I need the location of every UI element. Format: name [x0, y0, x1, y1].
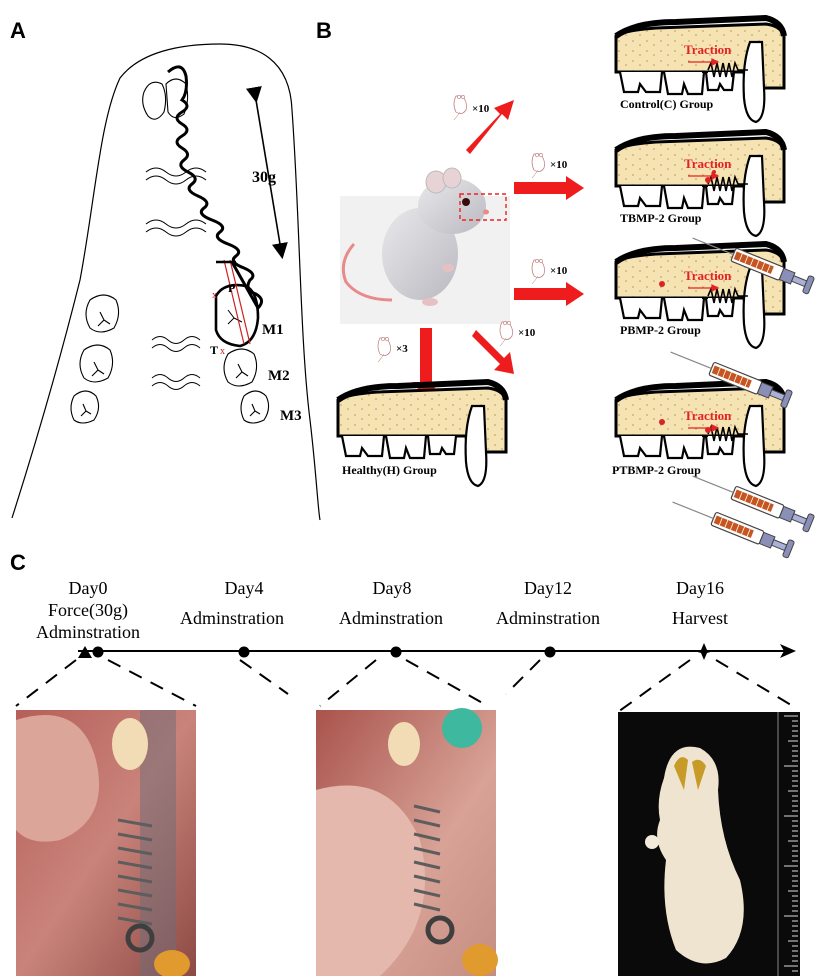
mouse-illustration: [340, 168, 510, 324]
timeline-axis: [78, 643, 796, 660]
traction-label-ptbmp: Traction: [684, 408, 732, 423]
day4-label: Day4: [225, 578, 264, 598]
traction-label-tbmp: Traction: [684, 156, 732, 171]
day16-line1: Harvest: [672, 608, 728, 628]
zoom-lines: [16, 660, 796, 712]
force-label: 30g: [252, 169, 276, 186]
photo-harvest: [618, 712, 800, 976]
timeline-labels: Day0 Force(30g) Adminstration Day4 Admin…: [36, 578, 728, 642]
day12-line1: Adminstration: [496, 608, 600, 628]
day12-label: Day12: [524, 578, 572, 598]
traction-label-control: Traction: [684, 42, 732, 57]
admin-marker-day8: [391, 647, 402, 658]
traction-label-pbmp: Traction: [684, 268, 732, 283]
tooth-m1: M1: [262, 322, 284, 338]
count-control: ×10: [472, 103, 490, 115]
point-p-x: x: [212, 290, 217, 301]
photo-day0: [16, 710, 196, 976]
count-ptbmp: ×10: [518, 327, 536, 339]
maxilla-diagram: 30g P x T x M1 M2 M3: [12, 44, 320, 520]
group-name-ptbmp: PTBMP-2 Group: [612, 463, 701, 477]
group-name-pbmp: PBMP-2 Group: [620, 323, 701, 337]
day0-line1: Force(30g): [48, 600, 128, 621]
admin-marker-day0: [93, 647, 104, 658]
day8-line1: Adminstration: [339, 608, 443, 628]
panel-b-label: B: [316, 18, 332, 43]
tooth-m3: M3: [280, 408, 302, 424]
point-p: P: [228, 281, 235, 295]
panel-c-label: C: [10, 550, 26, 575]
group-name-healthy: Healthy(H) Group: [342, 463, 437, 477]
harvest-marker-star: [694, 643, 714, 660]
day0-line2: Adminstration: [36, 622, 140, 642]
point-t: T: [210, 343, 218, 357]
admin-marker-day12: [545, 647, 556, 658]
day0-label: Day0: [69, 578, 108, 598]
group-name-control: Control(C) Group: [620, 97, 714, 111]
admin-marker-day4: [239, 647, 250, 658]
tooth-m2: M2: [268, 368, 290, 384]
day8-label: Day8: [373, 578, 412, 598]
day4-line1: Adminstration: [180, 608, 284, 628]
group-name-tbmp: TBMP-2 Group: [620, 211, 702, 225]
count-tbmp: ×10: [550, 159, 568, 171]
count-pbmp: ×10: [550, 265, 568, 277]
point-t-x: x: [220, 346, 225, 357]
photo-day8: [316, 708, 498, 976]
count-healthy: ×3: [396, 343, 408, 355]
panel-a-label: A: [10, 18, 26, 43]
day16-label: Day16: [676, 578, 724, 598]
